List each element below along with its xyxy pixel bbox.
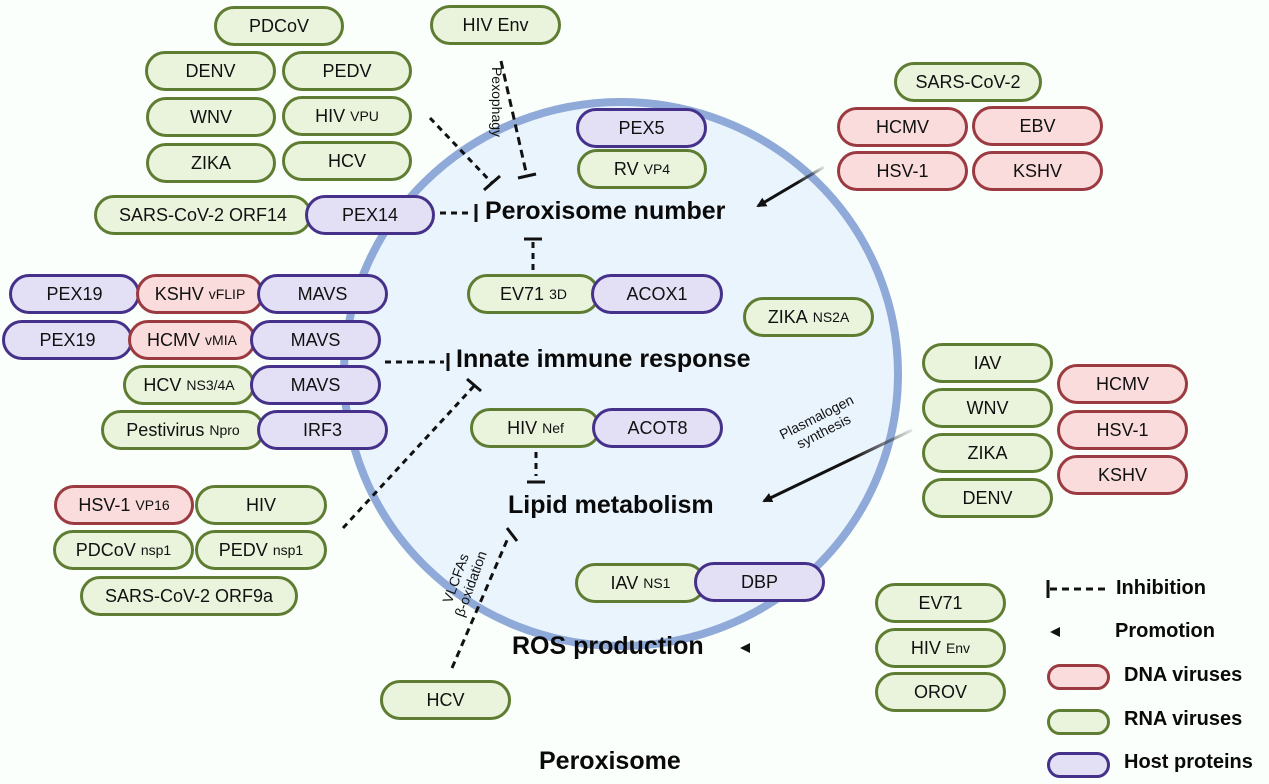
legend-rna-swatch	[1047, 709, 1110, 735]
pill-acot8: ACOT8	[592, 408, 723, 448]
pill-kshv-right: KSHV	[1057, 455, 1188, 495]
legend-promotion-label: Promotion	[1115, 620, 1215, 642]
pill-ev71: EV71	[875, 583, 1006, 623]
diagram-title: Peroxisome	[539, 747, 681, 775]
pill-irf3: IRF3	[257, 410, 388, 450]
inhibition-connector-acox1	[524, 237, 542, 270]
pill-iav-right: IAV	[922, 343, 1053, 383]
legend-dna-swatch	[1047, 664, 1110, 690]
pill-pdcov: PDCoV	[214, 6, 344, 46]
legend-inhibition-symbol	[1046, 580, 1108, 598]
pill-hsv-1-top: HSV-1	[837, 151, 968, 191]
pill-wnv-right: WNV	[922, 388, 1053, 428]
inhibition-connector-pexophagy	[499, 60, 537, 180]
pill-hcmv-right: HCMV	[1057, 364, 1188, 404]
pill-mavs-c: MAVS	[250, 365, 381, 405]
promotion-arrow-peroxisome-number	[756, 165, 825, 208]
pill-acox1: ACOX1	[591, 274, 723, 314]
inhibition-connector-vlcfas	[450, 527, 519, 669]
pill-hiv-left: HIV	[195, 485, 327, 525]
pill-sars-cov-2-orf14: SARS-CoV-2 ORF14	[94, 195, 312, 235]
process-innate-immune-response: Innate immune response	[456, 345, 751, 373]
inhibition-connector-left-cluster	[428, 116, 501, 192]
process-ros-production: ROS production	[512, 632, 704, 660]
inhibition-connector-lower-left-cluster	[341, 377, 482, 530]
pill-sars-cov-2: SARS-CoV-2	[894, 62, 1042, 102]
pill-sars-cov-2-orf9a: SARS-CoV-2 ORF9a	[80, 576, 298, 616]
pill-mavs-a: MAVS	[257, 274, 388, 314]
pill-hsv-1-right: HSV-1	[1057, 410, 1188, 450]
pill-zika: ZIKA	[146, 143, 276, 183]
legend-host-label: Host proteins	[1124, 751, 1253, 773]
inhibition-connector-acot8	[527, 452, 545, 484]
process-lipid-metabolism: Lipid metabolism	[508, 491, 714, 519]
legend-rna-label: RNA viruses	[1124, 708, 1243, 730]
pill-pedv: PEDV	[282, 51, 412, 91]
pill-kshv-top: KSHV	[972, 151, 1103, 191]
pill-pex19-b: PEX19	[2, 320, 133, 360]
pill-dbp: DBP	[694, 562, 825, 602]
pill-pex14: PEX14	[305, 195, 435, 235]
legend-host-swatch	[1047, 752, 1110, 778]
pill-pex5: PEX5	[576, 108, 707, 148]
pill-pex19-a: PEX19	[9, 274, 140, 314]
pill-wnv: WNV	[146, 97, 276, 137]
inhibition-connector-pex14	[440, 204, 478, 222]
inhibition-connector-mavs	[385, 353, 450, 371]
legend-dna-label: DNA viruses	[1124, 664, 1243, 686]
pill-hiv-env-top: HIV Env	[430, 5, 561, 45]
pill-ebv: EBV	[972, 106, 1103, 146]
pill-zika-right: ZIKA	[922, 433, 1053, 473]
pill-mavs-b: MAVS	[250, 320, 381, 360]
promotion-arrow-plasmalogen	[762, 428, 913, 503]
pill-orov: OROV	[875, 672, 1006, 712]
process-peroxisome-number: Peroxisome number	[485, 197, 726, 225]
legend-inhibition-label: Inhibition	[1116, 577, 1206, 599]
pill-denv: DENV	[145, 51, 276, 91]
pill-hcv: HCV	[282, 141, 412, 181]
pill-hcmv-top: HCMV	[837, 107, 968, 147]
pill-denv-right: DENV	[922, 478, 1053, 518]
pill-hcv-bottom: HCV	[380, 680, 511, 720]
annotation-pexophagy: Pexophagy	[489, 66, 505, 138]
